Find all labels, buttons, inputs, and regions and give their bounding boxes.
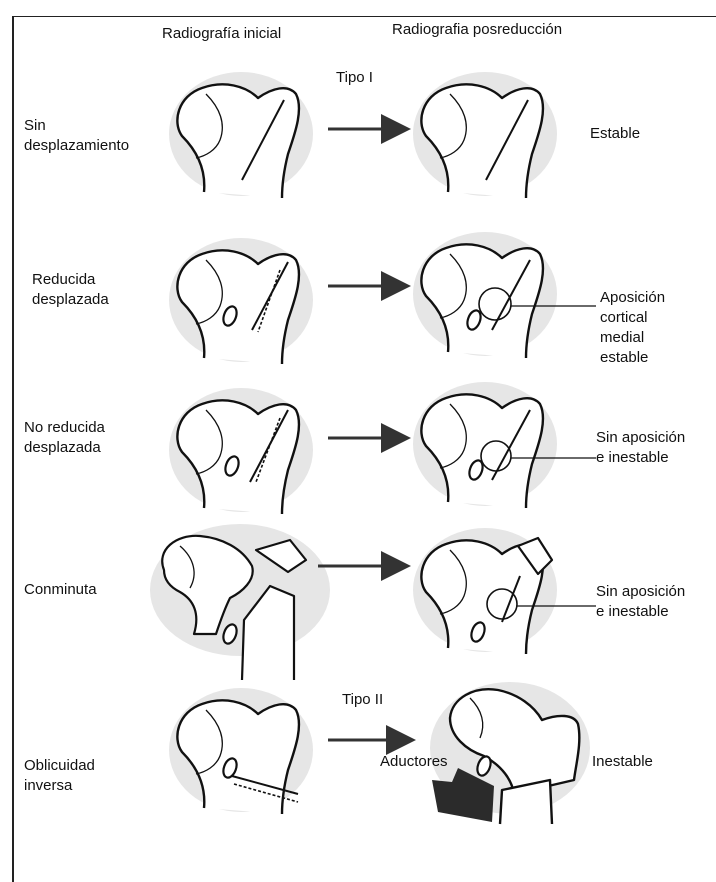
type1-label: Tipo I — [336, 68, 373, 88]
header-post-reduction-radiograph: Radiografia posreducción — [392, 20, 562, 40]
row2-left-label: Reducida desplazada — [32, 270, 109, 310]
femur-row2-initial — [169, 238, 313, 364]
femur-row5-initial — [169, 688, 313, 814]
femur-row1-initial — [169, 72, 313, 198]
row5-left-label: Oblicuidad inversa — [24, 756, 95, 796]
type2-label: Tipo II — [342, 690, 383, 710]
adductors-label: Aductores — [380, 752, 448, 772]
row2-right-label: Aposición cortical medial estable — [600, 288, 665, 368]
femur-row2-post — [413, 232, 596, 358]
row1-right-label: Estable — [590, 124, 640, 144]
row5-right-label: Inestable — [592, 752, 653, 772]
row4-right-label: Sin aposición e inestable — [596, 582, 685, 622]
femur-row1-post — [413, 72, 557, 198]
row1-left-label: Sin desplazamiento — [24, 116, 129, 156]
row3-left-label: No reducida desplazada — [24, 418, 105, 458]
femur-row3-initial — [169, 388, 313, 514]
femur-row3-post — [413, 382, 596, 508]
header-initial-radiograph: Radiografía inicial — [162, 24, 281, 44]
femur-row4-post — [413, 528, 596, 654]
row4-left-label: Conminuta — [24, 580, 97, 600]
row3-right-label: Sin aposición e inestable — [596, 428, 685, 468]
femur-row4-initial — [150, 524, 330, 680]
